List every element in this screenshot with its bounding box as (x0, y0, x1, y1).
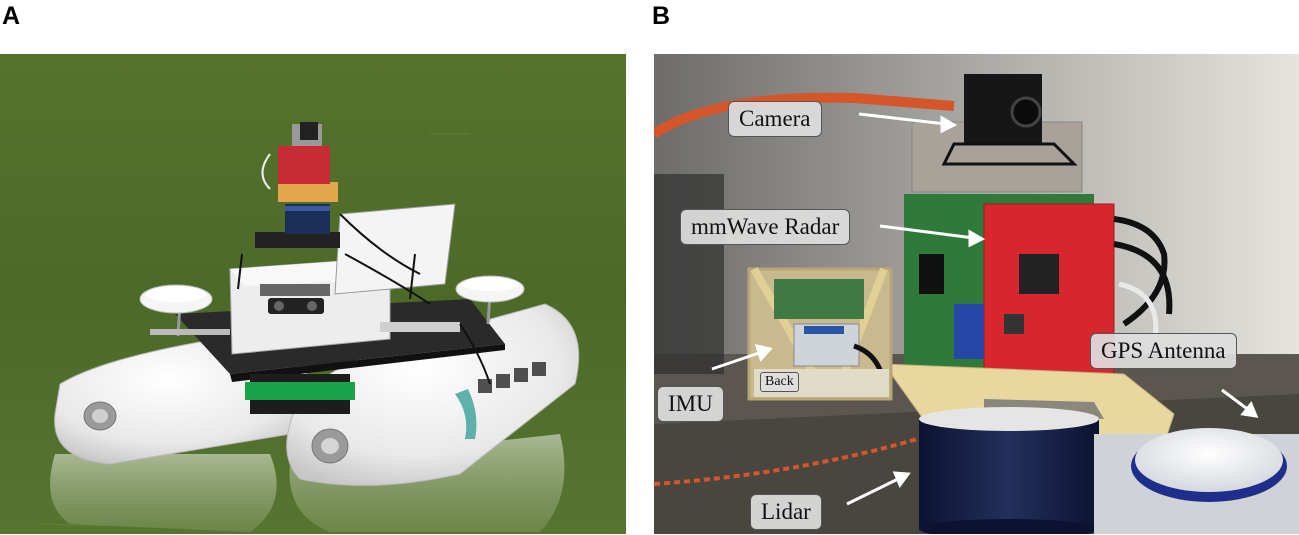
mmwave-radar-label: mmWave Radar (680, 209, 851, 245)
cables (1113, 216, 1173, 327)
callout-arrows (711, 112, 1259, 506)
gps-antenna-left (139, 284, 230, 337)
camera-label: Camera (728, 101, 822, 137)
arrow-camera-icon (940, 115, 958, 134)
lidar-label: Lidar (750, 494, 822, 530)
radar-board (278, 146, 330, 184)
panel-a-letter: A (2, 2, 21, 30)
camera-lens (1010, 96, 1042, 128)
arrow-imu-icon (754, 343, 773, 362)
camera-assembly (911, 74, 1083, 193)
camera-sensor (300, 122, 318, 140)
right-float (286, 303, 580, 486)
cables (237, 213, 491, 385)
ribbon-cable (954, 304, 984, 359)
boat-photo (0, 54, 626, 534)
sensor-closeup-photo: Camera mmWave Radar IMU Back GPS Antenna… (654, 54, 1299, 534)
green-mount (245, 382, 355, 400)
imu-back-label: Back (760, 372, 799, 392)
lidar-unit (919, 407, 1099, 534)
imu-label: IMU (657, 386, 724, 422)
panel-b-letter: B (652, 2, 671, 30)
water-ripples (39, 133, 470, 527)
sensor-tower (255, 122, 340, 296)
gps-antenna-label: GPS Antenna (1090, 333, 1237, 369)
laptop (334, 203, 456, 295)
gps-antenna-right (455, 275, 525, 325)
arrow-gps-icon (1240, 401, 1259, 418)
arrow-lidar-icon (892, 471, 911, 489)
float-brand-logo (478, 362, 546, 393)
mount-plate (278, 182, 338, 202)
float-logo-mark (455, 389, 477, 439)
radar-assembly (904, 194, 1115, 394)
gps-antenna (1094, 428, 1299, 534)
arrow-radar-icon (968, 229, 986, 248)
